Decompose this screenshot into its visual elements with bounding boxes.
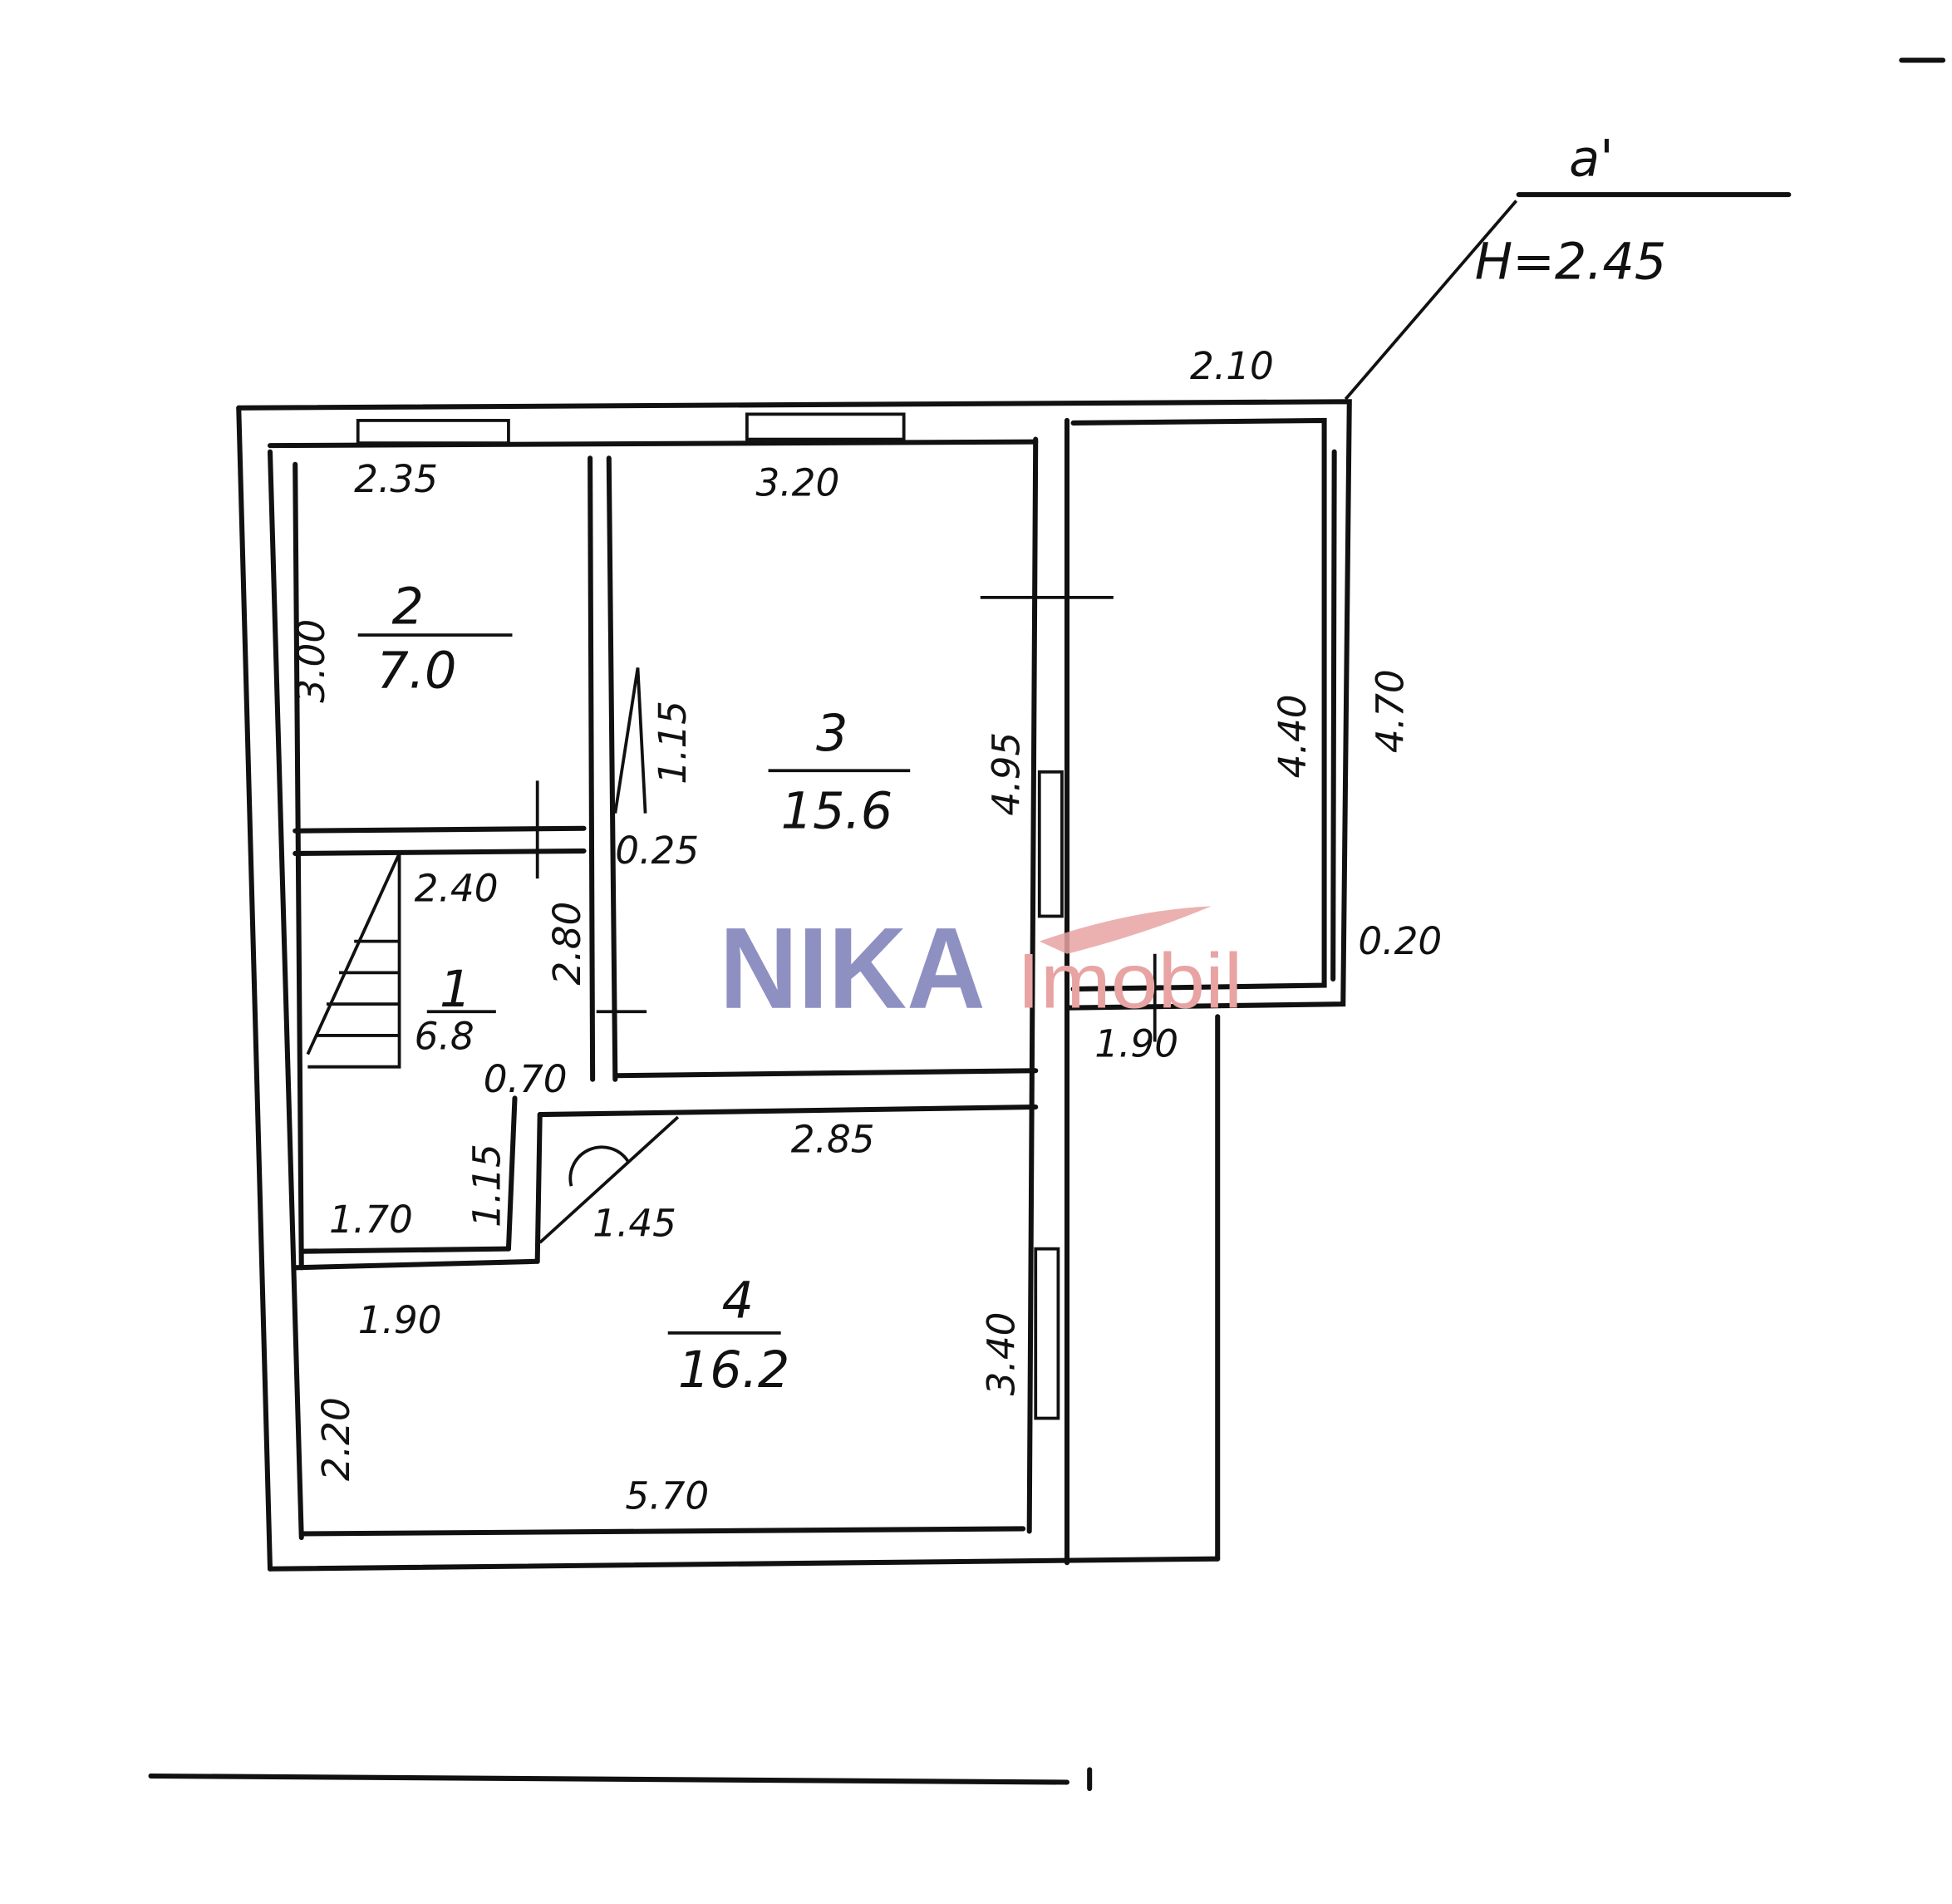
dim-label: 1.90	[1094, 1022, 1178, 1066]
watermark-sub: Imobil	[1017, 937, 1243, 1025]
windows	[356, 412, 1157, 1420]
dim-label: 1.90	[358, 1298, 442, 1342]
watermark-logo: NIKA Imobil	[720, 904, 1243, 1033]
room-4-number: 4	[722, 1272, 754, 1331]
dim-label: 1.45	[592, 1202, 676, 1246]
dim-label: 2.35	[354, 457, 438, 501]
dim-label: 4.70	[1369, 669, 1413, 753]
stove-icon	[538, 1115, 680, 1244]
room-4-area: 16.2	[678, 1341, 789, 1400]
dim-label: 1.15	[465, 1144, 509, 1228]
dim-label: 2.40	[415, 866, 499, 910]
dim-label: 4.40	[1271, 694, 1315, 778]
dim-label: 3.40	[980, 1312, 1024, 1396]
dim-label: 0.20	[1358, 919, 1442, 963]
dim-label: 2.10	[1190, 344, 1274, 388]
dim-label: 0.70	[484, 1057, 568, 1101]
closet-door-icon	[613, 667, 647, 814]
height-label: H=2.45	[1475, 233, 1666, 291]
dim-label: 1.70	[329, 1198, 413, 1242]
walls	[236, 399, 1352, 1572]
bottom-line	[148, 1773, 1070, 1785]
dim-label: 2.85	[791, 1117, 875, 1161]
dim-label: 2.20	[314, 1397, 358, 1481]
dim-label: 3.00	[289, 619, 333, 703]
staircase-icon	[306, 853, 401, 1069]
room-2-area: 7.0	[376, 642, 456, 701]
dim-label: 4.95	[985, 732, 1029, 816]
room-1-number: 1	[440, 961, 471, 1019]
room-1-area: 6.8	[415, 1015, 474, 1059]
dim-label: 5.70	[625, 1474, 709, 1518]
watermark-brand: NIKA	[720, 904, 986, 1033]
dim-label: 1.15	[651, 701, 695, 785]
leader-line	[1344, 199, 1518, 401]
room-3-number: 3	[816, 705, 848, 763]
dim-label: 0.25	[615, 829, 699, 873]
dim-label: 2.80	[545, 902, 589, 986]
section-label: a'	[1569, 130, 1614, 188]
dim-label: 3.20	[755, 461, 839, 505]
room-3-area: 15.6	[781, 783, 892, 841]
room-2-number: 2	[391, 578, 423, 637]
